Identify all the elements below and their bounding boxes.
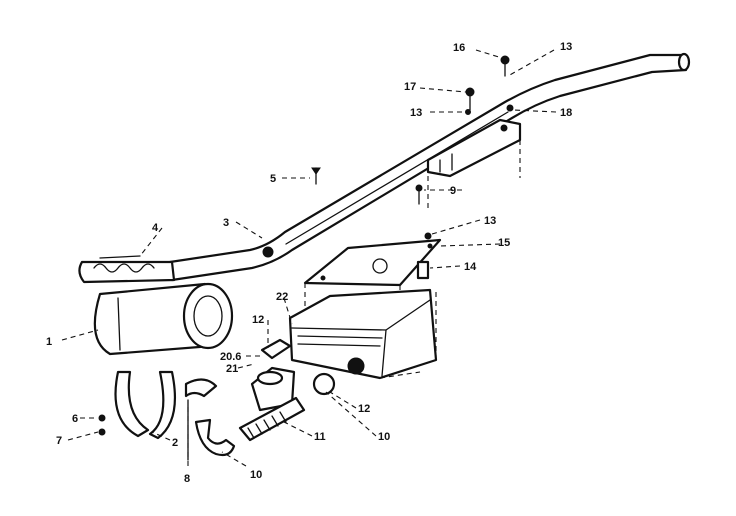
handle-knob bbox=[262, 246, 274, 258]
callout-13a: 13 bbox=[560, 41, 572, 53]
callout-17: 17 bbox=[404, 81, 416, 93]
valve-assembly bbox=[184, 338, 336, 457]
callout-9: 9 bbox=[450, 185, 456, 197]
hardware-screws bbox=[98, 55, 514, 461]
callout-12a: 12 bbox=[252, 314, 264, 326]
callout-10b: 10 bbox=[378, 431, 390, 443]
lower-hose bbox=[114, 370, 176, 440]
callout-20: 20.6 bbox=[220, 351, 241, 363]
callout-18: 18 bbox=[560, 107, 572, 119]
callout-12b: 12 bbox=[358, 403, 370, 415]
callout-13c: 13 bbox=[484, 215, 496, 227]
callout-7: 7 bbox=[56, 435, 62, 447]
hose-grip bbox=[78, 255, 176, 284]
callout-8: 8 bbox=[184, 473, 190, 485]
mounting-plate bbox=[303, 238, 442, 310]
callout-4: 4 bbox=[152, 222, 159, 234]
callout-10a: 10 bbox=[250, 469, 262, 481]
bracket bbox=[426, 118, 522, 210]
callout-21: 21 bbox=[226, 363, 238, 375]
callout-2: 2 bbox=[172, 437, 178, 449]
callout-1: 1 bbox=[46, 336, 52, 348]
callout-14: 14 bbox=[464, 261, 477, 273]
callout-11: 11 bbox=[314, 431, 326, 443]
callout-16: 16 bbox=[453, 42, 465, 54]
callout-5: 5 bbox=[270, 173, 276, 185]
callout-6: 6 bbox=[72, 413, 78, 425]
leader-lines bbox=[61, 49, 557, 467]
callout-13b: 13 bbox=[410, 107, 422, 119]
callout-3: 3 bbox=[223, 217, 229, 229]
callout-22: 22 bbox=[276, 291, 288, 303]
callout-labels: 1 2 3 4 5 6 7 8 9 10 10 11 12 12 13 13 1… bbox=[46, 41, 572, 485]
callout-15: 15 bbox=[498, 237, 510, 249]
motor-housing bbox=[288, 288, 438, 380]
motor-canister bbox=[93, 282, 234, 356]
